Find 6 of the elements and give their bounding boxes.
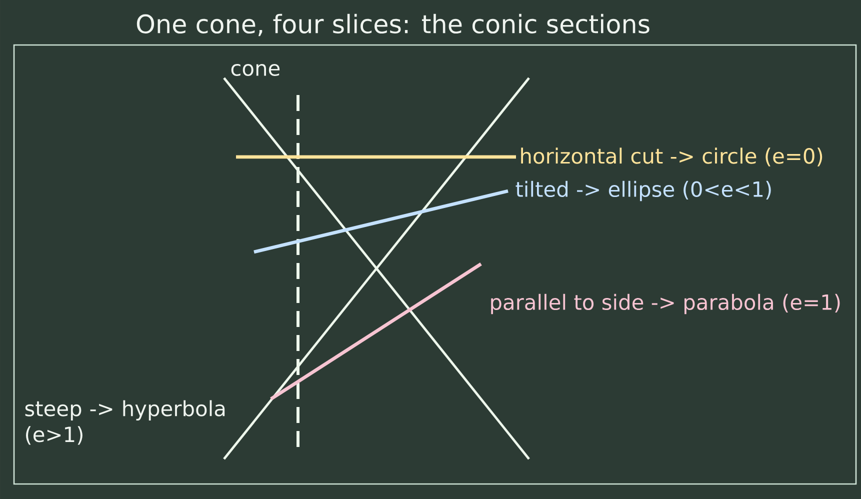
line-label: horizontal cut -> circle (e=0) — [521, 148, 822, 166]
line-label: parallel to side -> parabola (e=1) — [491, 294, 840, 314]
cone-label: cone — [231, 64, 280, 76]
line-label: tilted -> ellipse (0<e<1) — [516, 180, 771, 202]
line-label: steep -> hyperbola (e>1) — [25, 400, 225, 445]
title: One cone, four slices: the conic sections — [136, 14, 650, 36]
